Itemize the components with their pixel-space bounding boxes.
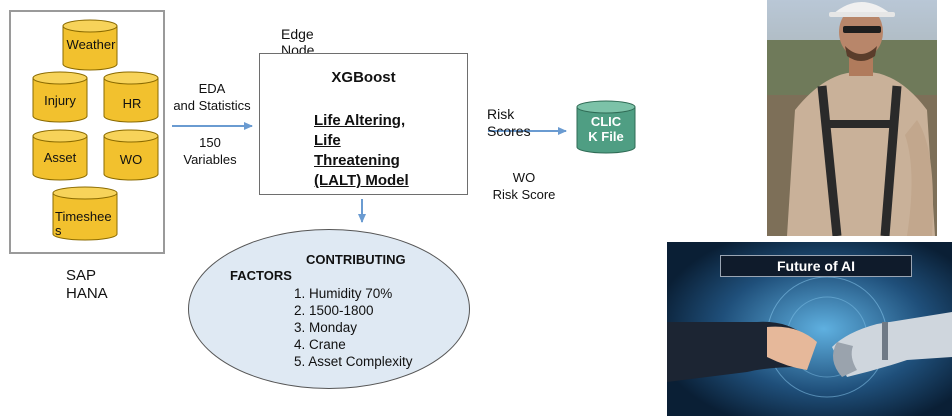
future-of-ai-banner: Future of AI	[720, 255, 912, 277]
db-label-weather: Weather	[66, 37, 116, 52]
database-hr-icon	[103, 71, 159, 123]
eda-label: EDA and Statistics	[173, 81, 251, 113]
contributing-factors-ellipse	[188, 229, 470, 389]
factors-label: FACTORS	[230, 268, 292, 283]
lalt-model-label: Life Altering, Life Threatening (LALT) M…	[314, 112, 409, 189]
xgboost-title: XGBoost	[331, 69, 396, 86]
clic-file-label: CLIC K File	[588, 114, 624, 144]
db-label-timesheets: Timeshee s	[55, 209, 112, 238]
factors-list: 1. Humidity 70% 2. 1500-1800 3. Monday 4…	[294, 285, 413, 370]
database-asset-icon	[32, 129, 88, 181]
db-label-wo: WO	[119, 152, 143, 167]
variables-label: 150 Variables	[183, 135, 237, 167]
db-label-injury: Injury	[44, 93, 76, 108]
database-timesheets-icon	[52, 186, 118, 241]
factor-item: 3. Monday	[294, 320, 358, 335]
worker-photo	[767, 0, 937, 236]
database-weather-icon	[62, 19, 118, 71]
factor-item: 2. 1500-1800	[294, 303, 374, 318]
contributing-label: CONTRIBUTING	[306, 252, 406, 267]
factor-item: 1. Humidity 70%	[294, 286, 393, 301]
database-wo-icon	[103, 129, 159, 181]
clic-file-icon	[576, 100, 636, 154]
model-box	[259, 53, 468, 195]
factor-item: 4. Crane	[294, 337, 346, 352]
db-label-hr: HR	[122, 96, 142, 111]
future-of-ai-image: Future of AI	[667, 242, 952, 416]
factor-item: 5. Asset Complexity	[294, 354, 413, 369]
db-label-asset: Asset	[43, 150, 77, 165]
risk-scores-label: Risk Scores	[487, 106, 531, 139]
sap-hana-label: SAP HANA	[66, 267, 108, 302]
database-injury-icon	[32, 71, 88, 123]
wo-risk-score-label: WO Risk Score	[492, 170, 556, 202]
